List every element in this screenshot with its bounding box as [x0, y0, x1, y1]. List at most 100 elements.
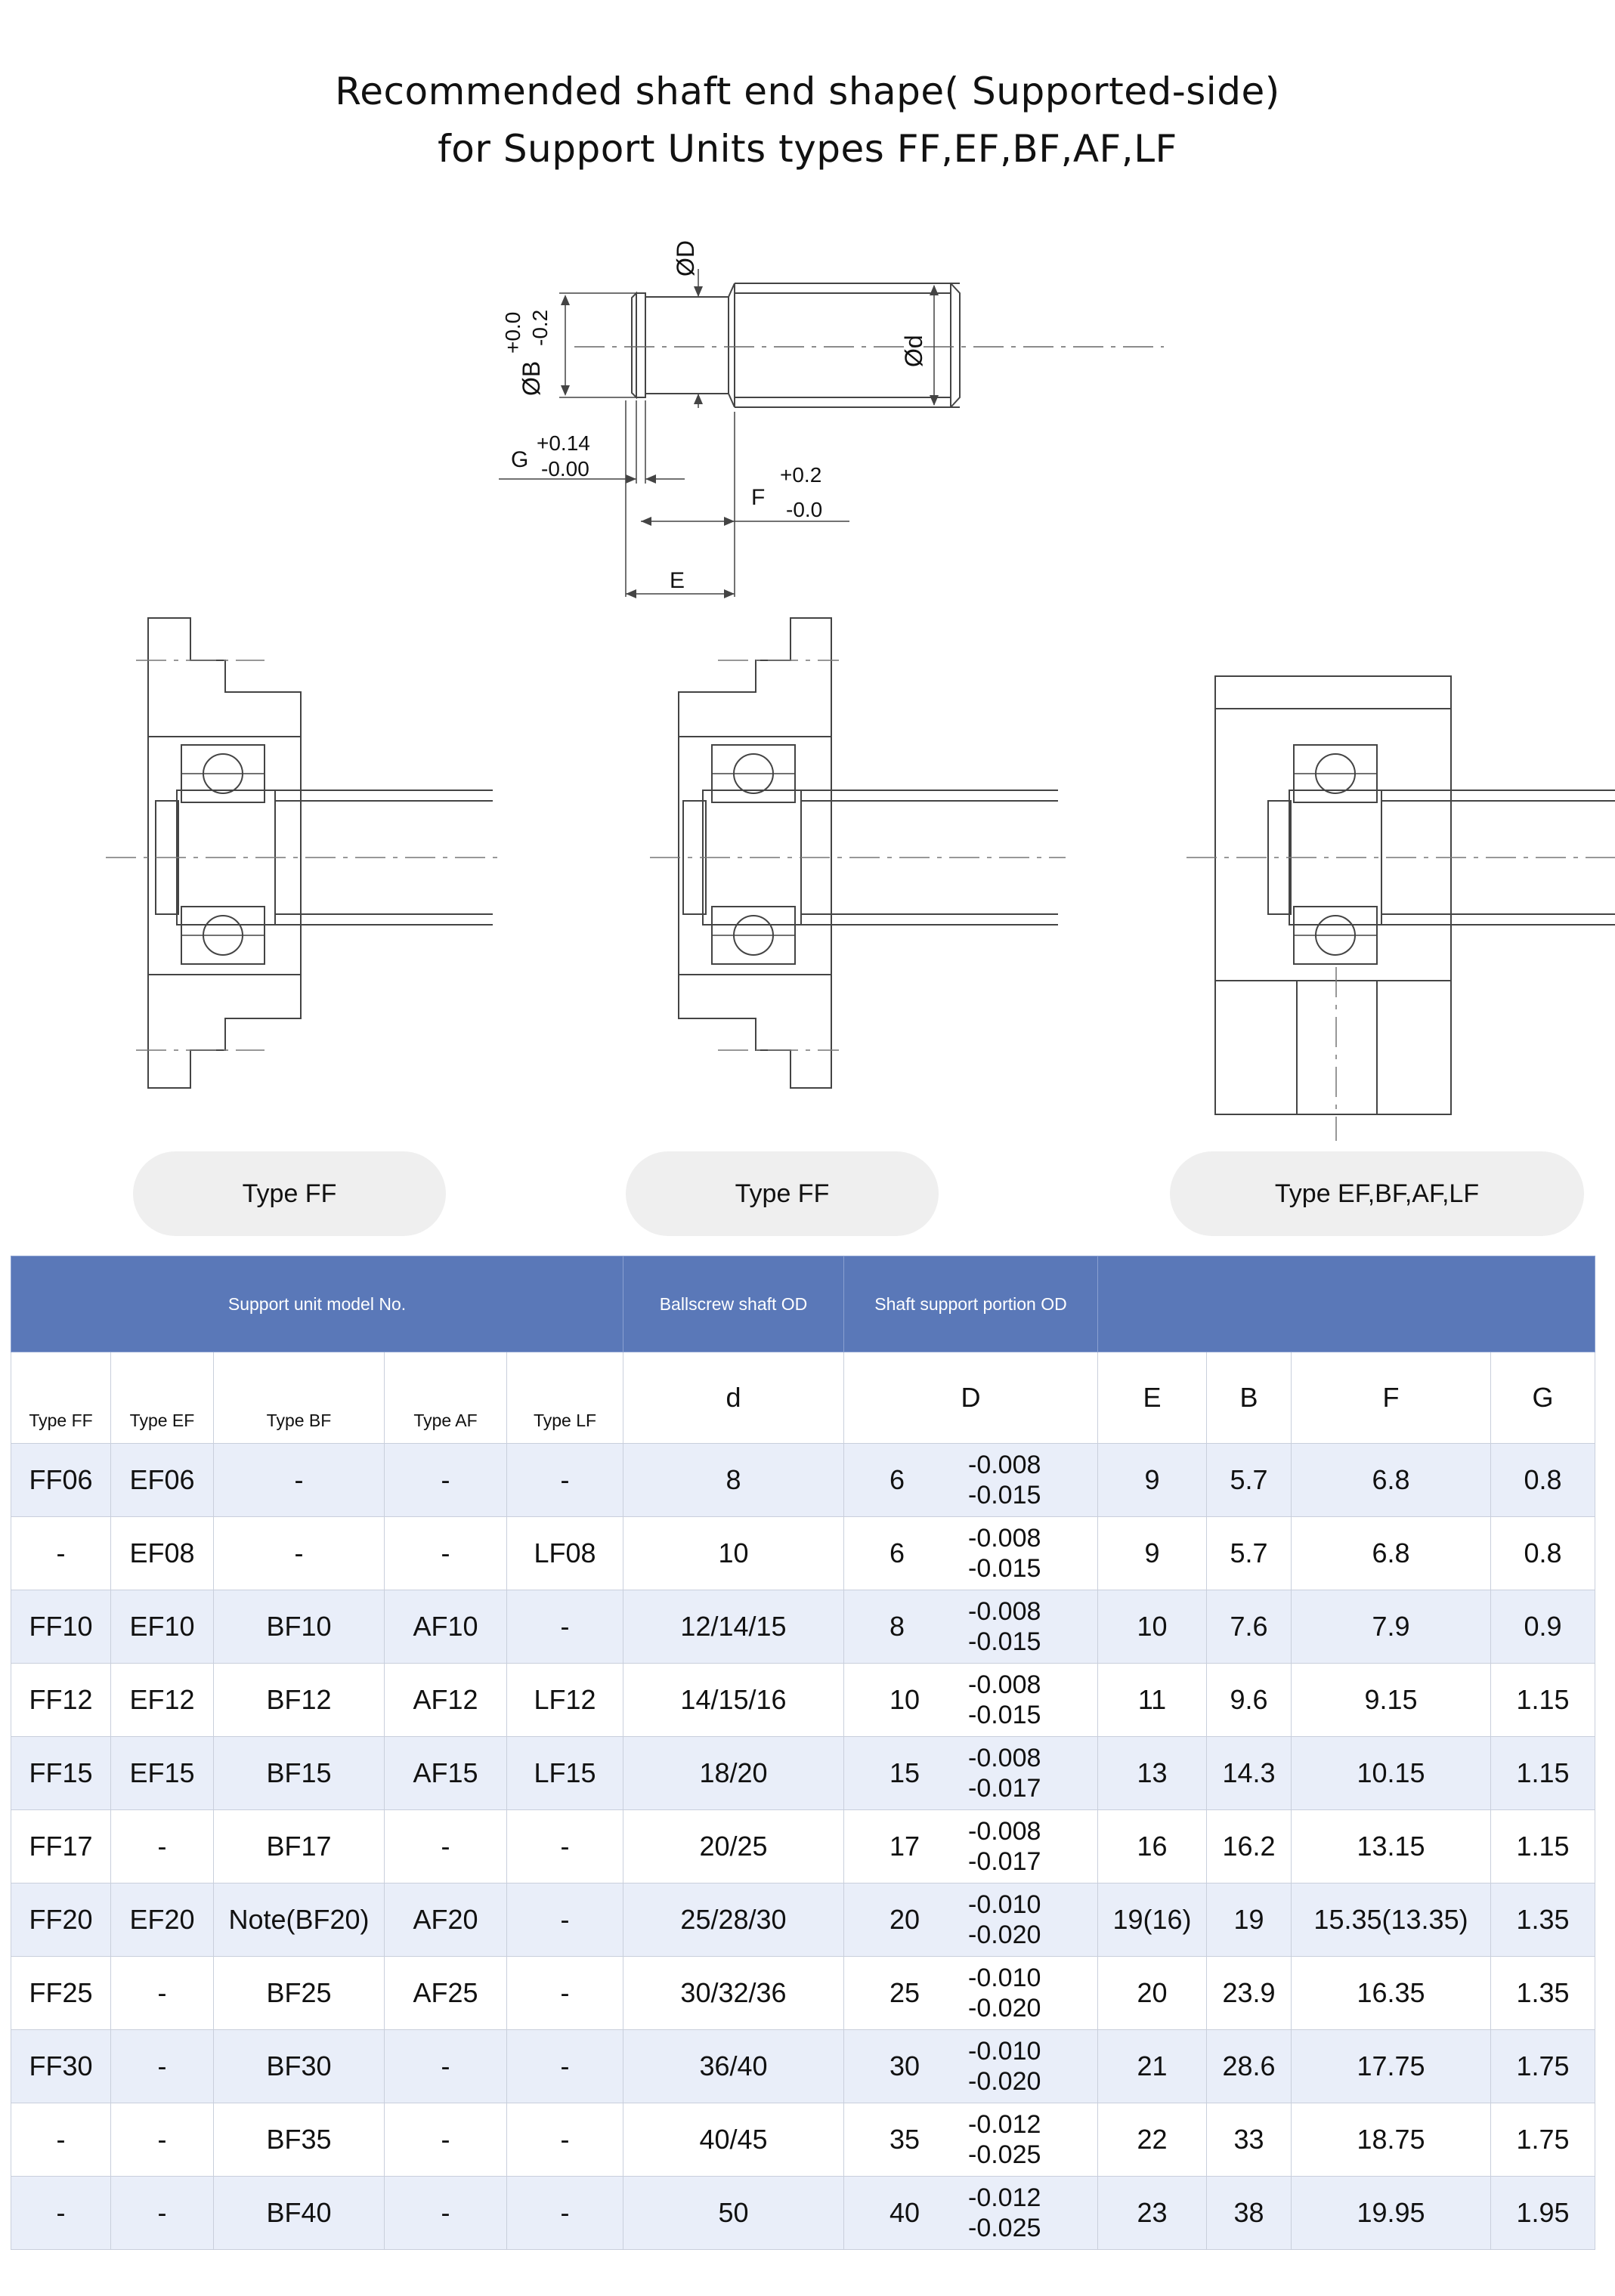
col-F: F	[1291, 1352, 1491, 1444]
cell-G: 1.35	[1490, 1956, 1595, 2030]
support-unit-ff-right	[678, 617, 1058, 1089]
cell-D-tol-upper: -0.008	[968, 1670, 1041, 1699]
header-support-od: Shaft support portion OD	[843, 1256, 1098, 1352]
cell-D-tol-lower: -0.015	[968, 1554, 1041, 1583]
cell-lf: -	[506, 2029, 623, 2103]
cell-lf: -	[506, 1809, 623, 1883]
cell-d: 14/15/16	[623, 1663, 844, 1737]
cell-ef: EF20	[110, 1883, 214, 1957]
support-unit-drawings	[106, 617, 1615, 1141]
label-F-tol-upper: +0.2	[780, 463, 821, 487]
cell-af: -	[384, 2103, 507, 2177]
cell-d: 25/28/30	[623, 1883, 844, 1957]
cell-d: 50	[623, 2176, 844, 2250]
cell-ef: -	[110, 2176, 214, 2250]
cell-D: 35-0.012-0.025	[843, 2103, 1098, 2177]
header-blank	[1097, 1256, 1595, 1352]
col-type-lf: Type LF	[506, 1352, 623, 1444]
cell-D-nominal: 6	[889, 1464, 905, 1495]
cell-D-tolerance: -0.010-0.020	[968, 2036, 1041, 2097]
cell-G: 0.8	[1490, 1443, 1595, 1517]
cell-F: 10.15	[1291, 1736, 1491, 1810]
cell-D-nominal: 25	[889, 1977, 920, 2008]
cell-B: 23.9	[1206, 1956, 1292, 2030]
cell-bf: BF17	[213, 1809, 385, 1883]
cell-D-nominal: 40	[889, 2197, 920, 2228]
cell-B: 7.6	[1206, 1590, 1292, 1664]
cell-B: 19	[1206, 1883, 1292, 1957]
label-D: ØD	[672, 240, 699, 277]
cell-d: 12/14/15	[623, 1590, 844, 1664]
cell-D-tol-upper: -0.010	[968, 2037, 1041, 2066]
cell-E: 23	[1097, 2176, 1207, 2250]
col-type-ff: Type FF	[11, 1352, 111, 1444]
cell-lf: -	[506, 1443, 623, 1517]
col-D: D	[843, 1352, 1098, 1444]
cell-bf: BF30	[213, 2029, 385, 2103]
cell-d: 40/45	[623, 2103, 844, 2177]
cell-E: 20	[1097, 1956, 1207, 2030]
label-E: E	[670, 568, 685, 593]
cell-d: 10	[623, 1516, 844, 1590]
cell-D-tol-upper: -0.008	[968, 1451, 1041, 1479]
cell-E: 9	[1097, 1516, 1207, 1590]
cell-ef: -	[110, 1956, 214, 2030]
cell-D-tolerance: -0.008-0.015	[968, 1523, 1041, 1584]
cell-E: 21	[1097, 2029, 1207, 2103]
cell-B: 5.7	[1206, 1516, 1292, 1590]
label-G-tol-upper: +0.14	[537, 431, 590, 455]
cell-D-tol-lower: -0.025	[968, 2214, 1041, 2242]
cell-F: 19.95	[1291, 2176, 1491, 2250]
col-E: E	[1097, 1352, 1207, 1444]
label-B-tol-upper: +0.0	[501, 312, 524, 354]
type-label-ef-bf-af-lf: Type EF,BF,AF,LF	[1170, 1151, 1584, 1236]
cell-F: 6.8	[1291, 1516, 1491, 1590]
label-G: G	[511, 447, 528, 472]
cell-D-nominal: 17	[889, 1831, 920, 1862]
cell-D-tol-upper: -0.008	[968, 1524, 1041, 1553]
label-d: Ød	[900, 335, 927, 367]
cell-F: 16.35	[1291, 1956, 1491, 2030]
cell-D-tolerance: -0.008-0.015	[968, 1596, 1041, 1657]
cell-ff: FF20	[11, 1883, 111, 1957]
cell-D-tol-lower: -0.017	[968, 1847, 1041, 1876]
cell-ef: EF08	[110, 1516, 214, 1590]
cell-lf: LF15	[506, 1736, 623, 1810]
cell-ff: -	[11, 2176, 111, 2250]
cell-D: 17-0.008-0.017	[843, 1809, 1098, 1883]
type-label-ff-1: Type FF	[133, 1151, 446, 1236]
cell-af: AF10	[384, 1590, 507, 1664]
cell-F: 17.75	[1291, 2029, 1491, 2103]
cell-bf: -	[213, 1516, 385, 1590]
cell-G: 1.35	[1490, 1883, 1595, 1957]
col-type-af: Type AF	[384, 1352, 507, 1444]
cell-D-tol-lower: -0.015	[968, 1701, 1041, 1729]
cell-F: 9.15	[1291, 1663, 1491, 1737]
cell-lf: -	[506, 1590, 623, 1664]
cell-ff: FF25	[11, 1956, 111, 2030]
cell-D-nominal: 20	[889, 1904, 920, 1935]
cell-G: 1.15	[1490, 1736, 1595, 1810]
cell-ff: FF06	[11, 1443, 111, 1517]
col-d: d	[623, 1352, 844, 1444]
cell-D-tol-lower: -0.020	[968, 2067, 1041, 2096]
cell-B: 28.6	[1206, 2029, 1292, 2103]
cell-ef: -	[110, 2103, 214, 2177]
cell-D-tol-upper: -0.010	[968, 1890, 1041, 1919]
type-label-ff-2: Type FF	[626, 1151, 939, 1236]
cell-D-tolerance: -0.008-0.017	[968, 1743, 1041, 1803]
cell-D-tolerance: -0.008-0.015	[968, 1670, 1041, 1730]
cell-d: 30/32/36	[623, 1956, 844, 2030]
cell-D: 6 -0.008-0.015	[843, 1443, 1098, 1517]
cell-D: 20-0.010-0.020	[843, 1883, 1098, 1957]
cell-D-tol-lower: -0.015	[968, 1481, 1041, 1510]
support-unit-ef-bf-af-lf	[1214, 675, 1615, 1115]
cell-E: 9	[1097, 1443, 1207, 1517]
cell-G: 1.95	[1490, 2176, 1595, 2250]
cell-D-nominal: 6	[889, 1537, 905, 1568]
cell-D: 8-0.008-0.015	[843, 1590, 1098, 1664]
cell-D-nominal: 10	[889, 1684, 920, 1715]
cell-ff: FF17	[11, 1809, 111, 1883]
